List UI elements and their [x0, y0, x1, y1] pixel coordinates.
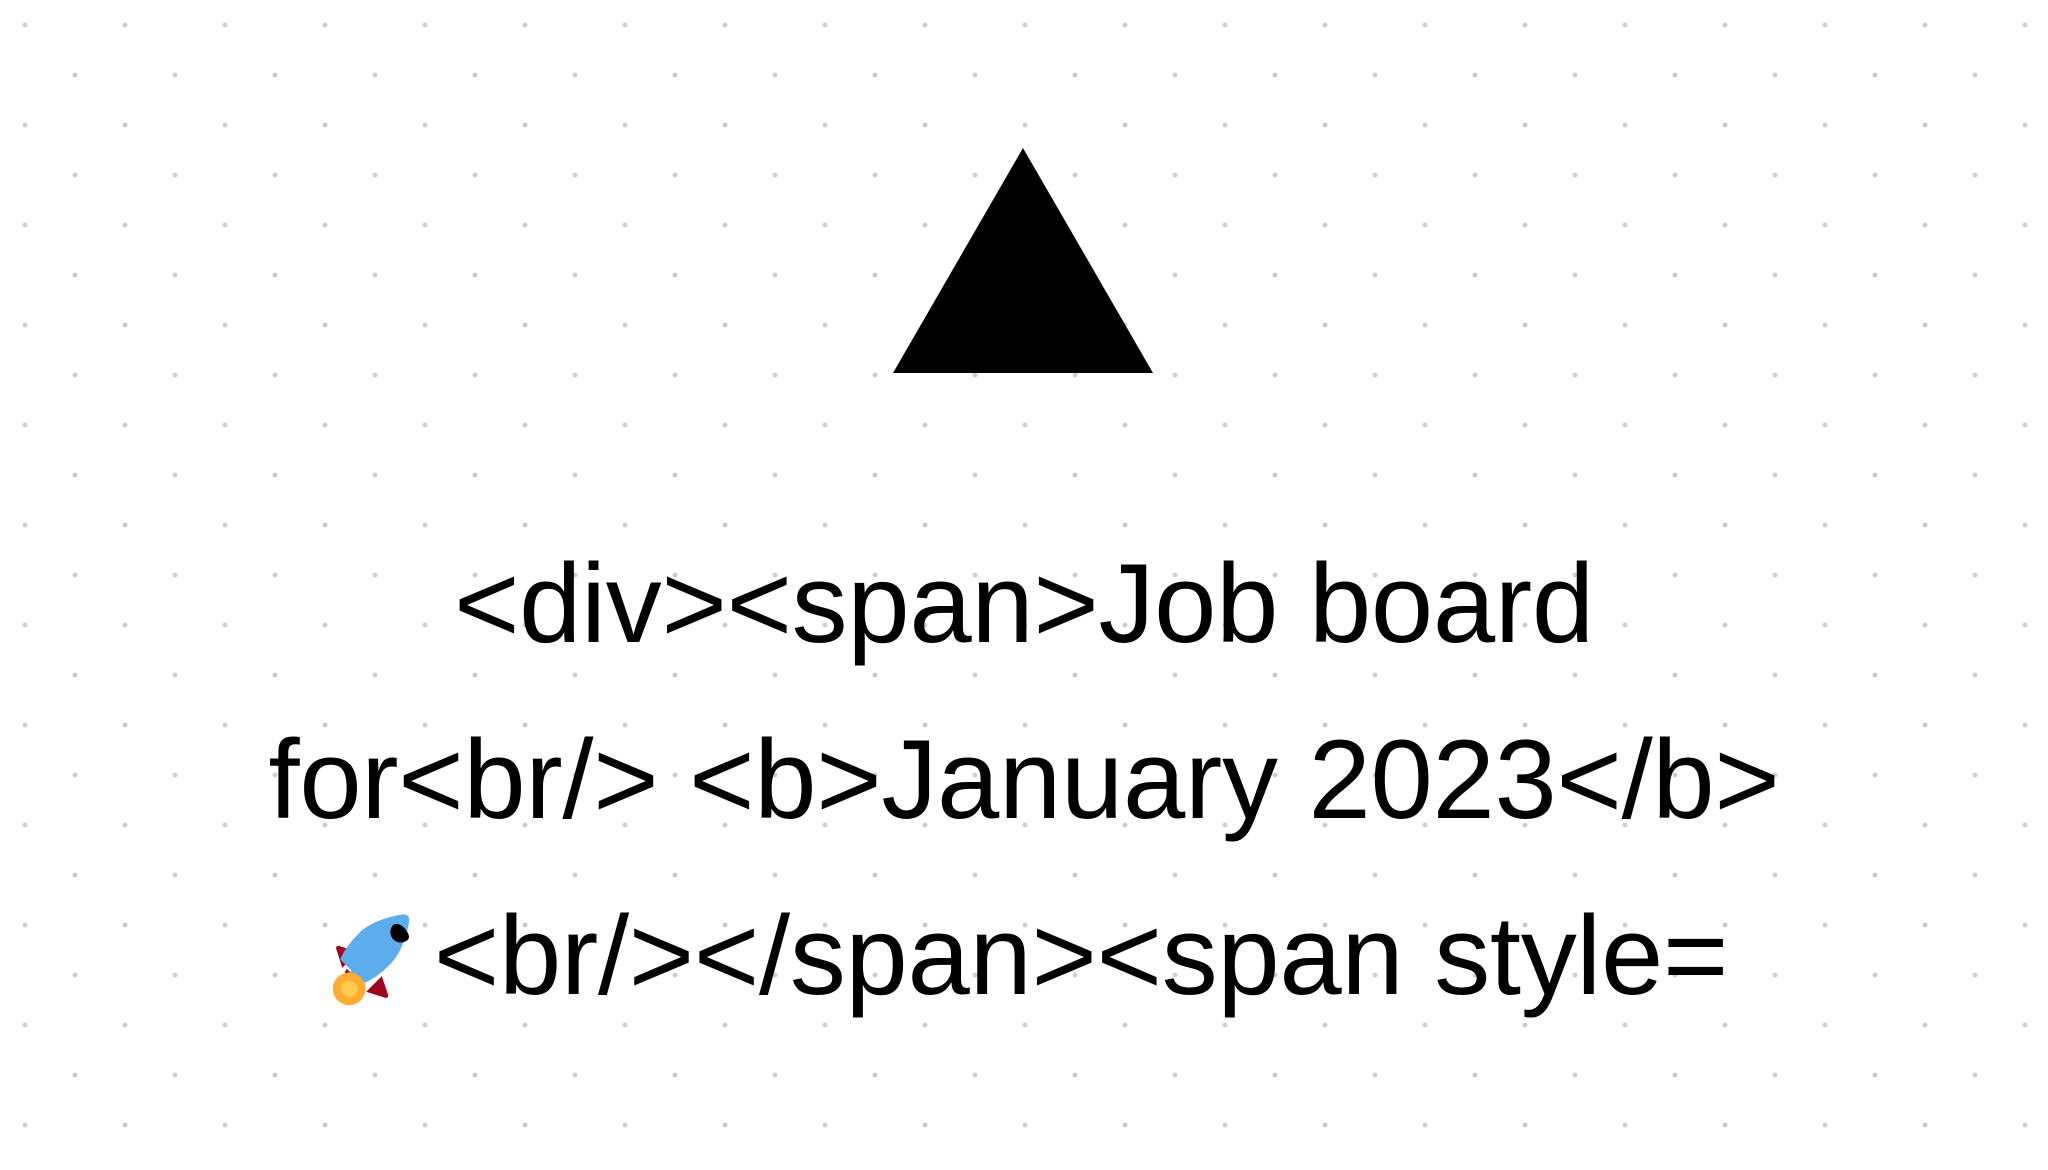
rocket-icon [320, 888, 424, 1006]
snippet-line-3-text: <br/></span><span style= [433, 893, 1729, 1018]
snippet-line-3-wrapper: <br/></span><span style= [0, 868, 2048, 1044]
snippet-line-2: for<br/> <b>January 2023</b> [268, 717, 1780, 842]
snippet-line-1: <div><span>Job board [454, 541, 1594, 666]
triangle-shape [893, 148, 1153, 373]
html-snippet-text-block: <div><span>Job board for<br/> <b>January… [0, 516, 2048, 1044]
